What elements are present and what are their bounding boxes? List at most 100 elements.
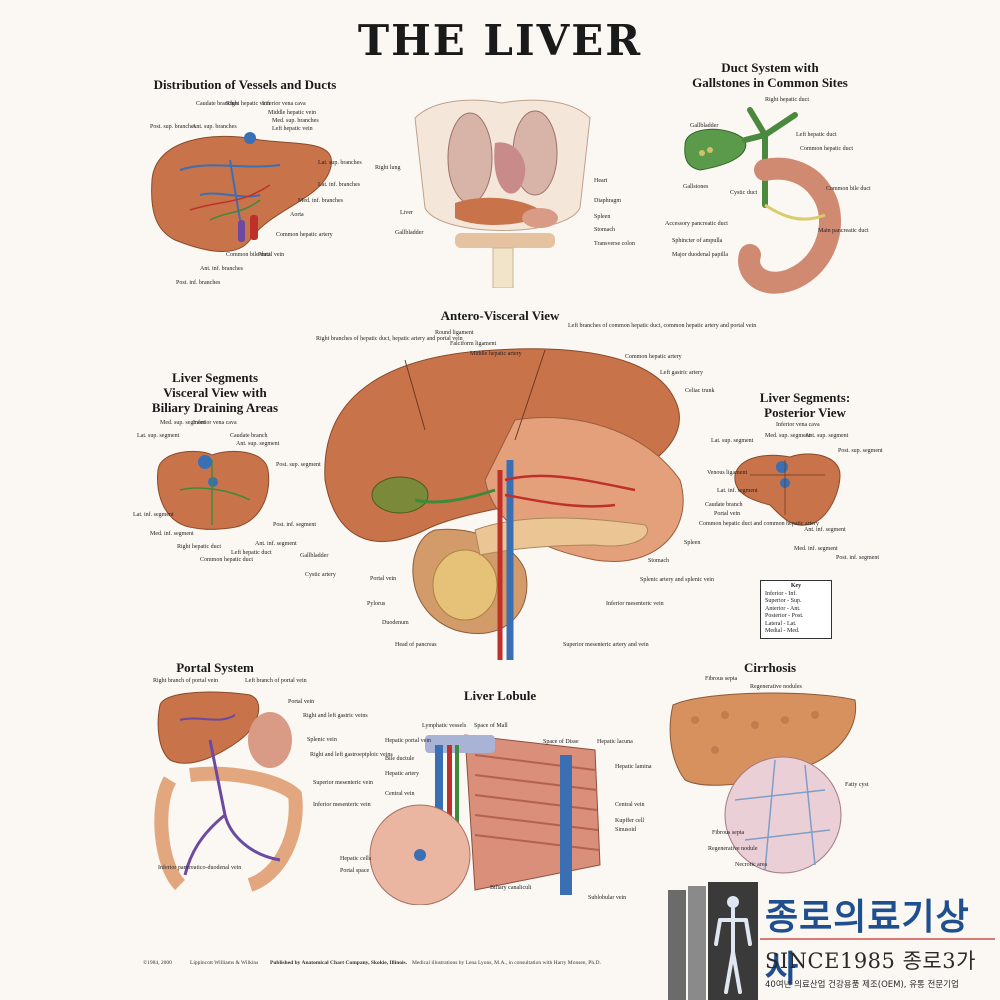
label-sp-lat-inf: Lat. inf. segment bbox=[717, 488, 758, 494]
label-sp-med-inf: Med. inf. segment bbox=[794, 546, 838, 552]
section-title-seg-post-1: Liver Segments: bbox=[759, 390, 851, 405]
section-title-seg-visceral-2: Visceral View with bbox=[163, 385, 267, 400]
key-row: Anterior - Ant. bbox=[765, 605, 801, 612]
label-sv-right-hepatic-duct: Right hepatic duct bbox=[177, 544, 221, 550]
label-sp-ant-inf: Ant. inf. segment bbox=[804, 527, 846, 533]
label-right-branches: Right branches of hepatic duct, hepatic … bbox=[316, 336, 463, 342]
label-sp-ant-sup: Ant. sup. segment bbox=[805, 433, 849, 439]
label-duct-common-bile: Common bile duct bbox=[826, 186, 871, 192]
label-sv-common-hepatic-duct: Common hepatic duct bbox=[200, 557, 253, 563]
label-ci-regenerative-nodules: Regenerative nodules bbox=[750, 684, 802, 690]
section-title-duct-1: Duct System with bbox=[721, 60, 819, 75]
label-sv-ant-sup: Ant. sup. segment bbox=[236, 441, 280, 447]
antero-visceral-illustration bbox=[324, 348, 684, 660]
label-liver: Liver bbox=[400, 210, 413, 216]
label-lb-central-vein-2: Central vein bbox=[615, 802, 645, 808]
footer-published: Published by Anatomical Chart Company, S… bbox=[270, 960, 408, 966]
label-duodenum: Duodenum bbox=[382, 620, 409, 626]
label-sv-left-hepatic-duct: Left hepatic duct bbox=[231, 550, 272, 556]
key-row: Lateral - Lat. bbox=[765, 620, 797, 627]
brand-description: 40여년 의료산업 건강용품 제조(OEM), 유통 전문기업 bbox=[765, 980, 959, 990]
label-superior-mesenteric: Superior mesenteric artery and vein bbox=[563, 642, 649, 648]
label-sv-post-sup: Post. sup. segment bbox=[276, 462, 321, 468]
poster-title: THE LIVER bbox=[357, 16, 643, 65]
label-antero-stomach: Stomach bbox=[648, 558, 669, 564]
label-sv-med-inf: Med. inf. segment bbox=[150, 531, 194, 537]
label-ci-fibrous-septa-2: Fibrous septa bbox=[712, 830, 745, 836]
label-antero-portal-vein: Portal vein bbox=[370, 576, 397, 582]
label-antero-gallbladder: Gallbladder bbox=[300, 553, 329, 559]
label-ps-splenic-vein: Splenic vein bbox=[307, 737, 337, 743]
label-aorta: Aorta bbox=[290, 212, 304, 218]
label-sp-post-sup: Post. sup. segment bbox=[838, 448, 883, 454]
label-inferior-mesenteric: Inferior mesenteric vein bbox=[606, 601, 664, 607]
footer-credit: Medical illustrations by Lena Lyons, M.A… bbox=[412, 960, 601, 966]
label-lat-inf: Lat. inf. branches bbox=[318, 182, 360, 188]
label-common-hepatic-artery: Common hepatic artery bbox=[276, 232, 333, 238]
cirrhosis-illustration bbox=[669, 692, 857, 874]
label-post-inf: Post. inf. branches bbox=[176, 280, 221, 286]
label-left-branches: Left branches of common hepatic duct, co… bbox=[568, 323, 757, 329]
label-lb-hepatic-cells: Hepatic cells bbox=[340, 856, 372, 862]
label-sp-common-hepatic: Common hepatic duct and common hepatic a… bbox=[699, 521, 819, 527]
footer-lww: Lippincott Williams & Wilkins bbox=[190, 960, 259, 966]
label-lb-space-mall: Space of Mall bbox=[474, 723, 508, 729]
section-title-seg-visceral-3: Biliary Draining Areas bbox=[151, 400, 279, 415]
label-sv-lat-sup: Lat. sup. segment bbox=[137, 433, 180, 439]
label-lat-sup: Lat. sup. branches bbox=[318, 160, 362, 166]
label-ci-necrotic-area: Necrotic area bbox=[735, 862, 768, 868]
label-lb-lymphatic: Lymphatic vessels bbox=[422, 723, 467, 729]
label-ps-right-branch: Right branch of portal vein bbox=[153, 678, 218, 684]
label-sv-med-sup: Med. sup. segment bbox=[160, 420, 206, 426]
label-ps-gastric-veins: Right and left gastric veins bbox=[303, 713, 368, 719]
label-gallstones: Gallstones bbox=[683, 184, 709, 190]
label-lb-portal-space: Portal space bbox=[340, 868, 370, 874]
brand-name: 종로의료기상사 bbox=[765, 897, 970, 990]
label-sp-med-sup: Med. sup. segment bbox=[765, 433, 811, 439]
brand-since: SINCE1985 종로3가 bbox=[765, 949, 976, 973]
brand-logo bbox=[668, 882, 758, 1000]
seg-post-illustration bbox=[734, 453, 841, 526]
label-portal-vein: Portal vein bbox=[258, 252, 285, 258]
label-gallbladder: Gallbladder bbox=[395, 230, 424, 236]
label-sv-ivc: Inferior vena cava bbox=[193, 420, 237, 426]
label-ps-gastroepiploic: Right and left gastroepiploic veins bbox=[310, 752, 393, 758]
label-cystic-duct: Cystic duct bbox=[730, 190, 758, 196]
label-ps-portal-vein: Portal vein bbox=[288, 699, 315, 705]
section-title-duct-2: Gallstones in Common Sites bbox=[692, 75, 848, 90]
section-title-cirrhosis: Cirrhosis bbox=[744, 660, 796, 675]
section-title-vessels: Distribution of Vessels and Ducts bbox=[153, 77, 337, 92]
label-middle-hepatic-vein: Middle hepatic vein bbox=[268, 110, 316, 116]
label-sp-ivc: Inferior vena cava bbox=[776, 422, 820, 428]
vessels-illustration bbox=[151, 132, 333, 253]
label-spleen: Spleen bbox=[594, 214, 611, 220]
label-cystic-artery: Cystic artery bbox=[305, 572, 336, 578]
label-duct-gallbladder: Gallbladder bbox=[690, 123, 719, 129]
label-sv-lat-inf: Lat. inf. segment bbox=[133, 512, 174, 518]
brand-divider bbox=[760, 938, 995, 940]
label-lb-hepatic-lacuna: Hepatic lacuna bbox=[597, 739, 633, 745]
label-right-hepatic-vein: Right hepatic vein bbox=[226, 101, 270, 107]
key-row: Superior - Sup. bbox=[765, 598, 802, 604]
label-left-hepatic-duct: Left hepatic duct bbox=[796, 132, 837, 138]
label-ps-pancreaticoduodenal: Inferior pancreatico-duodenal vein bbox=[158, 865, 242, 871]
label-lb-sinusoid: Sinusoid bbox=[615, 827, 637, 833]
section-title-antero: Antero-Visceral View bbox=[440, 308, 560, 323]
label-ps-superior-mesenteric: Superior mesenteric vein bbox=[313, 780, 373, 786]
section-title-seg-visceral-1: Liver Segments bbox=[171, 370, 259, 385]
section-title-seg-post-2: Posterior View bbox=[764, 405, 846, 420]
portal-system-illustration bbox=[154, 691, 303, 892]
label-main-pancreatic: Main pancreatic duct bbox=[818, 228, 869, 234]
label-ant-sup: Ant. sup. branches bbox=[192, 124, 237, 130]
label-sphincter: Sphincter of ampulla bbox=[672, 238, 723, 244]
label-lb-bile-ductule: Bile ductule bbox=[385, 756, 415, 762]
label-ant-inf: Ant. inf. branches bbox=[200, 266, 243, 272]
label-med-inf: Med. inf. branches bbox=[298, 198, 343, 204]
label-antero-common-hepatic-artery: Common hepatic artery bbox=[625, 354, 682, 360]
label-caudate: Caudate branches bbox=[196, 101, 239, 107]
label-sp-lat-sup: Lat. sup. segment bbox=[711, 438, 754, 444]
label-post-sup: Post. sup. branches bbox=[150, 124, 196, 130]
label-lb-hepatic-lamina: Hepatic lamina bbox=[615, 764, 652, 770]
label-sv-ant-inf: Ant. inf. segment bbox=[255, 541, 297, 547]
label-lb-space-disse: Space of Disse bbox=[543, 739, 579, 745]
